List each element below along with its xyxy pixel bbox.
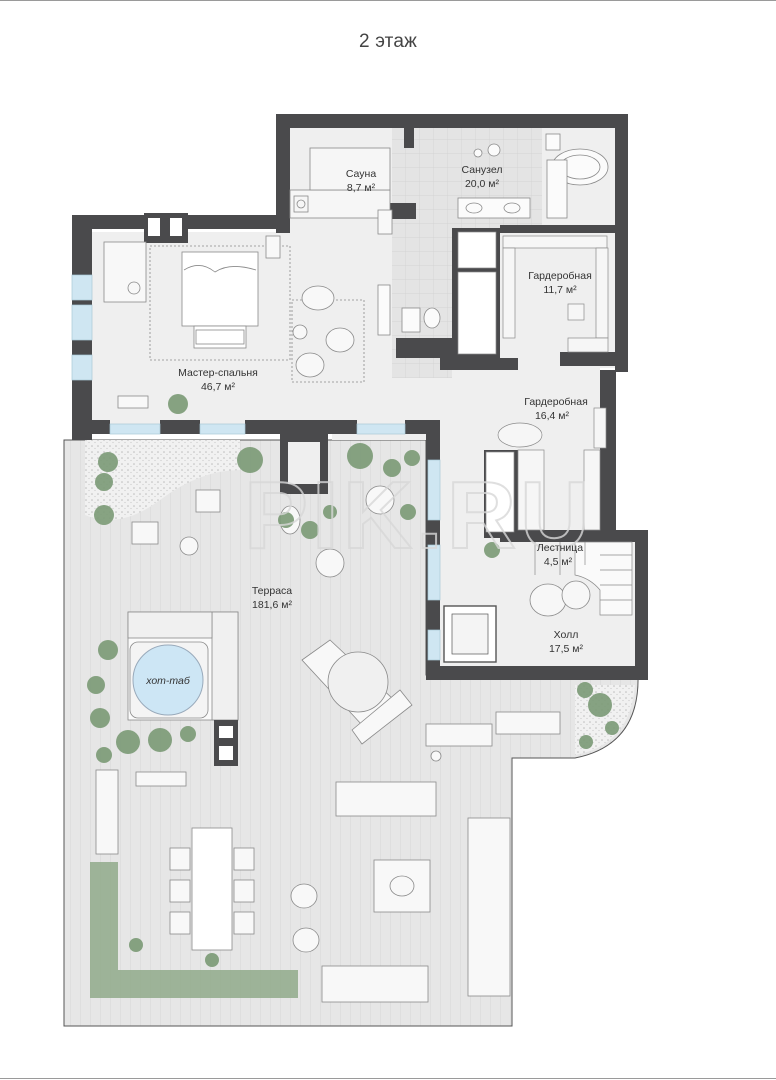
stair bbox=[534, 541, 633, 616]
room-label-bathroom-area: 20,0 м² bbox=[465, 178, 500, 190]
room-labels: Сауна 8,7 м² Санузел 20,0 м² Гардеробная… bbox=[178, 164, 592, 655]
room-label-sauna-area: 8,7 м² bbox=[347, 182, 376, 194]
room-label-dressing2-area: 16,4 м² bbox=[535, 410, 570, 422]
greenery bbox=[87, 394, 619, 967]
elevator bbox=[443, 605, 497, 663]
bathroom-fixtures bbox=[377, 133, 609, 336]
room-label-sauna-name: Сауна bbox=[346, 168, 376, 180]
windows bbox=[71, 274, 441, 661]
room-label-bedroom-name: Мастер-спальня bbox=[178, 367, 258, 379]
shaft-void bbox=[288, 442, 320, 484]
room-label-stair-name: Лестница bbox=[537, 542, 583, 554]
bedroom-furniture bbox=[103, 209, 393, 409]
page-title: 2 этаж bbox=[358, 31, 418, 52]
room-label-bedroom-area: 46,7 м² bbox=[201, 381, 236, 393]
hall-furniture bbox=[529, 580, 591, 617]
hot-tub-label: хот-таб bbox=[145, 675, 191, 687]
hedge bbox=[90, 862, 298, 998]
hot-tub bbox=[129, 641, 209, 719]
room-label-hall-area: 17,5 м² bbox=[549, 643, 584, 655]
watermark: PIK.RU bbox=[244, 462, 593, 569]
room-label-terrace-name: Терраса bbox=[252, 585, 292, 597]
bottom-border-line bbox=[0, 1078, 776, 1079]
room-label-bathroom-name: Санузел bbox=[462, 164, 503, 176]
top-border-line bbox=[0, 0, 776, 1]
dressing-room-2-shelves bbox=[485, 407, 607, 533]
room-label-hall-name: Холл bbox=[554, 629, 579, 641]
room-label-dressing1-name: Гардеробная bbox=[528, 270, 592, 282]
terrace-gravel-top bbox=[85, 440, 240, 520]
room-label-dressing2-name: Гардеробная bbox=[524, 396, 588, 408]
room-label-dressing1-area: 11,7 м² bbox=[543, 284, 577, 296]
room-label-terrace-area: 181,6 м² bbox=[252, 599, 292, 611]
dressing-room-shelves bbox=[457, 231, 609, 355]
sauna-benches bbox=[289, 147, 391, 219]
terrace-furniture bbox=[95, 485, 561, 1003]
room-label-stair-area: 4,5 м² bbox=[544, 556, 573, 568]
